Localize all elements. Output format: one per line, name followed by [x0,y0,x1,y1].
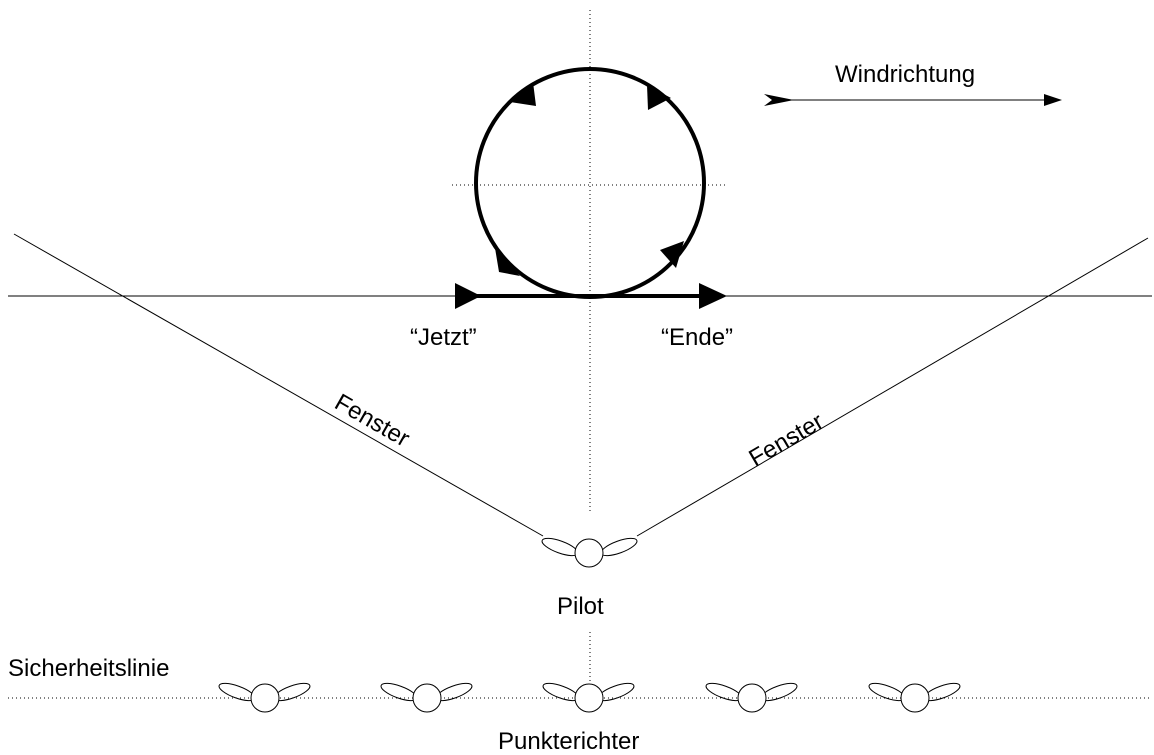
window-line-left [13,233,544,537]
pilot-airplane-icon [541,537,638,568]
loop-arrow-lower-right [660,241,684,268]
judges-label: Punkterichter [498,728,639,755]
wind-arrowhead [1044,94,1062,106]
loop-arrow-upper-right [647,85,671,110]
start-label: “Jetzt” [410,324,477,351]
entry-arrowhead [455,283,481,309]
safety-line-label: Sicherheitslinie [8,655,169,682]
window-label-right: Fenster [744,408,828,472]
loop-arrow-upper-left [510,82,536,106]
end-label: “Ende” [661,324,733,351]
pilot-label: Pilot [557,593,604,620]
judge-icon [380,682,473,713]
judge-icon [705,682,798,713]
judge-icon [542,682,635,713]
wind-arrow-fletching [764,94,794,106]
judge-icon [868,682,961,713]
window-line-right [636,237,1149,537]
loop-arrow-lower-left [495,248,520,276]
wind-direction-label: Windrichtung [835,61,975,88]
exit-arrowhead [699,283,727,309]
window-label-left: Fenster [330,389,414,453]
judge-icon [218,682,311,713]
